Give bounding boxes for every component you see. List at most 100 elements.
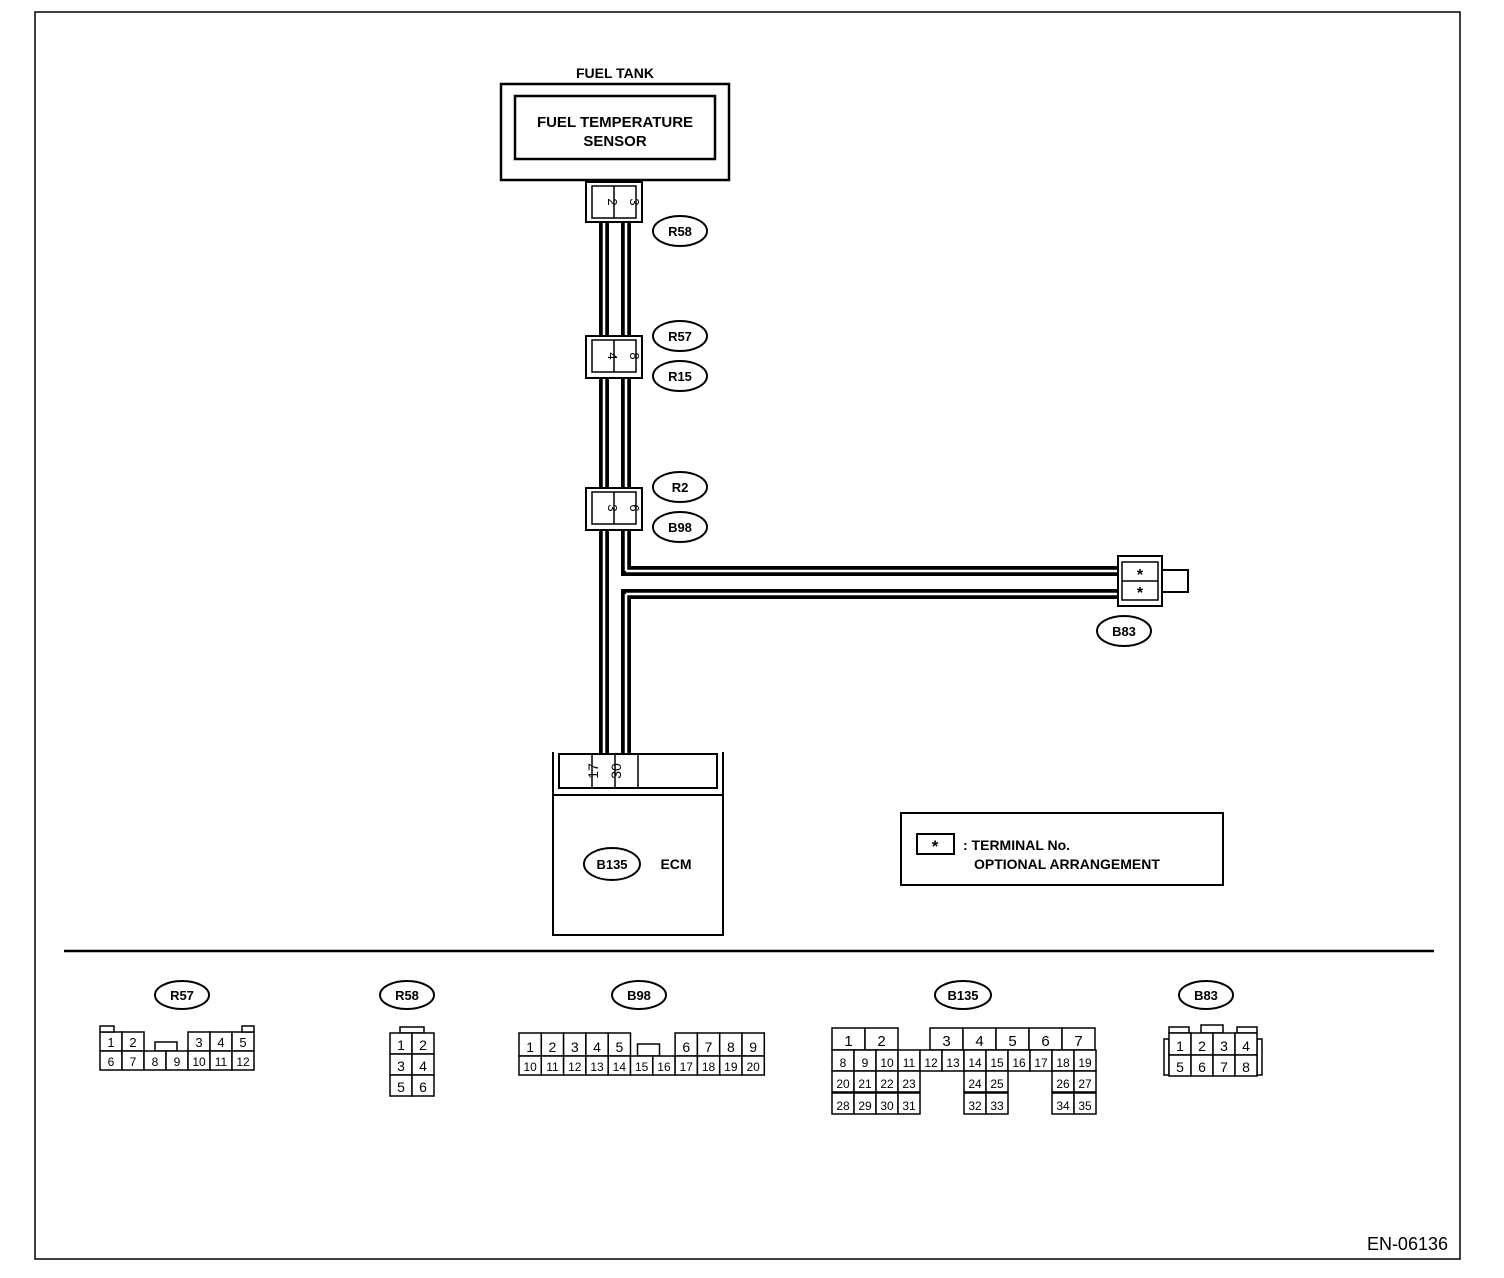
pin-number: 5 (1008, 1033, 1016, 1050)
pin-number: 14 (613, 1060, 627, 1074)
pin-number: 28 (836, 1099, 850, 1113)
r58-face-label: R58 (395, 988, 419, 1003)
pin-number: 6 (682, 1039, 690, 1055)
key (1200, 1024, 1224, 1034)
pin-number: 24 (968, 1077, 982, 1091)
harness-wires (599, 220, 1121, 788)
b135-face-tag (934, 980, 992, 1010)
pin-number: 9 (749, 1039, 757, 1055)
pin-number: 4 (1242, 1038, 1250, 1054)
pin-cell (231, 1050, 255, 1071)
pin-number: 7 (1220, 1059, 1228, 1075)
pin-number: 6 (1041, 1033, 1049, 1050)
pin-number: 3 (1220, 1038, 1228, 1054)
pin-number: 1 (526, 1039, 534, 1055)
pin-cell (985, 1070, 1009, 1093)
legend-box: * : TERMINAL No. OPTIONAL ARRANGEMENT (900, 812, 1224, 886)
legend-line2: OPTIONAL ARRANGEMENT (974, 856, 1160, 872)
pin-number: 20 (746, 1060, 760, 1074)
connector-b83: * * (1117, 555, 1189, 607)
pin-number: 5 (1176, 1059, 1184, 1075)
pin-number: 8 (1242, 1059, 1250, 1075)
pin-number: 32 (968, 1099, 982, 1113)
pin-number: 13 (946, 1056, 960, 1070)
r57-pin-b: 8 (627, 352, 642, 359)
b83-pin-b: * (1137, 585, 1144, 602)
b98-tag-label: B98 (668, 520, 692, 535)
pin-number: 7 (705, 1039, 713, 1055)
latch (154, 1041, 178, 1052)
pin-cell (897, 1092, 921, 1115)
b83-tag-label: B83 (1112, 624, 1136, 639)
b98-tag (652, 511, 708, 543)
pin-number: 33 (990, 1099, 1004, 1113)
pin-number: 5 (615, 1039, 623, 1055)
r2-tag (652, 471, 708, 503)
ecm-unit: 17 30 (552, 752, 724, 936)
pin-number: 1 (397, 1037, 405, 1053)
key (399, 1026, 425, 1034)
pin-number: 2 (877, 1033, 885, 1050)
pin-number: 11 (903, 1056, 916, 1070)
pin-number: 17 (1034, 1056, 1048, 1070)
pin-number: 8 (152, 1055, 159, 1069)
pin-number: 10 (880, 1056, 894, 1070)
r57-tag-label: R57 (668, 329, 692, 344)
pin-cell (985, 1092, 1009, 1115)
pin-number: 16 (657, 1060, 671, 1074)
pin-number: 18 (702, 1060, 716, 1074)
r57-face-tag (154, 980, 210, 1010)
pin-number: 15 (990, 1056, 1004, 1070)
pin-number: 13 (590, 1060, 604, 1074)
connector-r2-b98: 3 6 (585, 487, 643, 531)
pin-number: 19 (724, 1060, 738, 1074)
pin-number: 7 (130, 1055, 137, 1069)
diagram-frame (34, 11, 1461, 1260)
pin-number: 21 (858, 1077, 872, 1091)
legend-symbol: * (932, 837, 939, 856)
sensor-label-line1: FUEL TEMPERATURE (537, 114, 693, 131)
key (1168, 1026, 1190, 1034)
pin-number: 8 (840, 1056, 847, 1070)
pin-number: 12 (568, 1060, 582, 1074)
pin-number: 22 (880, 1077, 894, 1091)
pin-number: 9 (862, 1056, 869, 1070)
connector-r58: 2 3 (585, 181, 643, 223)
pin-number: 5 (239, 1035, 246, 1050)
r15-tag-label: R15 (668, 369, 692, 384)
b83-face-label: B83 (1194, 988, 1218, 1003)
pin-number: 3 (942, 1033, 950, 1050)
pin-number: 15 (635, 1060, 649, 1074)
fuel-tank-box (499, 82, 731, 182)
pin-number: 26 (1056, 1077, 1070, 1091)
pin-number: 20 (836, 1077, 850, 1091)
pin-number: 4 (975, 1033, 983, 1050)
pin-number: 16 (1012, 1056, 1026, 1070)
r57-face-label: R57 (170, 988, 194, 1003)
r58-pin-b: 3 (627, 198, 642, 205)
pin-number: 25 (990, 1077, 1004, 1091)
pin-number: 3 (397, 1058, 405, 1074)
pin-number: 5 (397, 1079, 405, 1095)
pin-number: 11 (215, 1055, 228, 1069)
pin-number: 35 (1078, 1099, 1092, 1113)
key (99, 1025, 115, 1033)
pin-number: 3 (195, 1035, 202, 1050)
pin-number: 1 (1176, 1038, 1184, 1054)
pin-number: 10 (192, 1055, 206, 1069)
r2-pin-a: 3 (605, 504, 620, 511)
b135-tag-label: B135 (596, 857, 627, 872)
connector-r57-r15: 4 8 (585, 335, 643, 379)
pin-number: 2 (549, 1039, 557, 1055)
r2-pin-b: 6 (627, 504, 642, 511)
b98-face-label: B98 (627, 988, 651, 1003)
pin-cell (1234, 1054, 1258, 1077)
pin-number: 11 (546, 1060, 559, 1074)
pin-cell (897, 1070, 921, 1093)
ecm-pin-a: 17 (585, 763, 601, 779)
pin-number: 1 (107, 1035, 114, 1050)
